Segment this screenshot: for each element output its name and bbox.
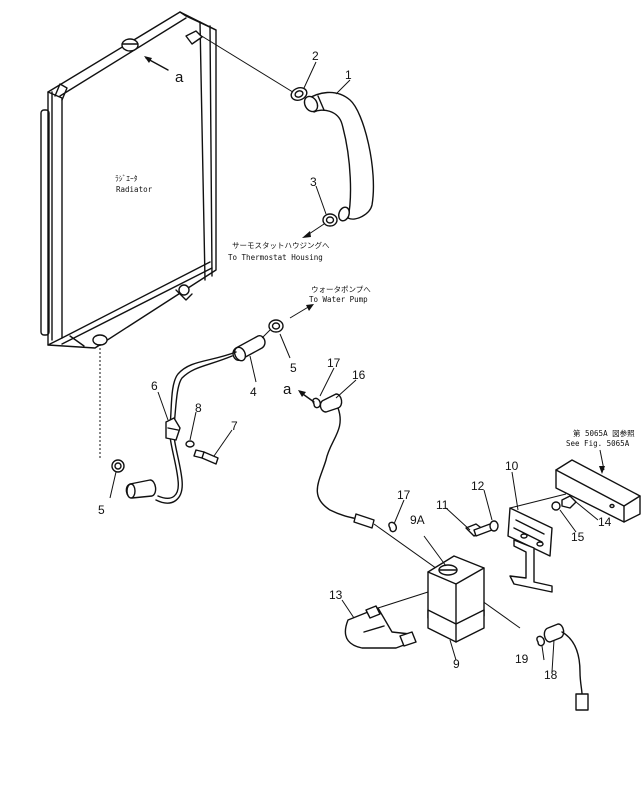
callout-13: 13 bbox=[329, 588, 343, 602]
washer bbox=[185, 440, 195, 448]
callout-7: 7 bbox=[231, 419, 238, 433]
thermostat-note-en: To Thermostat Housing bbox=[228, 253, 323, 262]
water-pump-note-en: To Water Pump bbox=[309, 295, 368, 304]
bracket bbox=[344, 605, 417, 649]
radiator-label-en: Radiator bbox=[116, 185, 153, 194]
upper-hose bbox=[303, 91, 375, 220]
callout-8: 8 bbox=[195, 401, 202, 415]
callout-5: 5 bbox=[290, 361, 297, 375]
callout-5: 5 bbox=[98, 503, 105, 517]
callout-9: 9 bbox=[453, 657, 460, 671]
nut bbox=[561, 495, 577, 509]
level-sensor-box bbox=[427, 555, 485, 643]
washer bbox=[489, 520, 499, 532]
frame-bracket bbox=[555, 459, 641, 523]
callout-a: a bbox=[175, 69, 184, 86]
bolt bbox=[193, 449, 219, 465]
callout-17: 17 bbox=[327, 356, 341, 370]
callout-18: 18 bbox=[544, 668, 558, 682]
thermostat-note-jp: サーモスタットハウジングへ bbox=[232, 240, 330, 250]
callout-12: 12 bbox=[471, 479, 485, 493]
bolt bbox=[465, 523, 493, 537]
callout-4: 4 bbox=[250, 385, 257, 399]
callout-17: 17 bbox=[397, 488, 411, 502]
callout-1: 1 bbox=[345, 68, 352, 82]
washer bbox=[551, 501, 561, 511]
callout-14: 14 bbox=[598, 515, 612, 529]
callout-3: 3 bbox=[310, 175, 317, 189]
clip bbox=[312, 397, 322, 409]
callout-15: 15 bbox=[571, 530, 585, 544]
callout-10: 10 bbox=[505, 459, 519, 473]
callout-a: a bbox=[283, 381, 292, 398]
sensor-wire bbox=[316, 407, 363, 521]
drain-hose-end bbox=[125, 479, 157, 499]
lower-hose bbox=[232, 335, 266, 362]
callout-11: 11 bbox=[436, 498, 449, 512]
figure-ref-en: See Fig. 5065A bbox=[566, 439, 630, 448]
arrow-to-water-pump bbox=[289, 305, 311, 319]
temperature-sensor bbox=[543, 623, 589, 711]
radiator: ﾗｼﾞｴｰﾀ Radiator bbox=[40, 11, 217, 349]
callout-2: 2 bbox=[312, 49, 319, 63]
callout-16: 16 bbox=[352, 368, 366, 382]
radiator-label-jp: ﾗｼﾞｴｰﾀ bbox=[115, 174, 138, 183]
callout-6: 6 bbox=[151, 379, 158, 393]
callout-19: 19 bbox=[515, 652, 529, 666]
mounting-plate bbox=[507, 507, 553, 593]
clip bbox=[536, 635, 546, 647]
leader-line bbox=[199, 34, 297, 95]
clip bbox=[388, 521, 398, 533]
callout-9a: 9A bbox=[410, 513, 425, 527]
figure-ref-jp: 第 5065A 図参照 bbox=[573, 428, 635, 438]
water-pump-note-jp: ウォータポンプへ bbox=[311, 285, 371, 294]
